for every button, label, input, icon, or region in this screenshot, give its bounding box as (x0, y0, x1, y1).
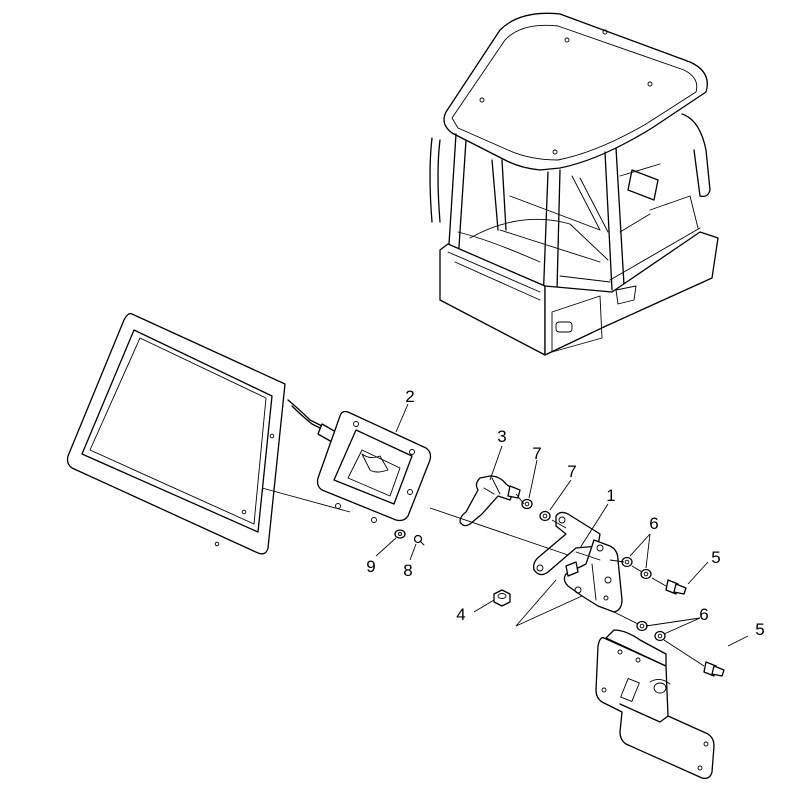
clamp-handle (459, 475, 521, 527)
callout-1: 1 (606, 486, 615, 505)
callout-7-a: 7 (532, 444, 541, 463)
callout-5-b: 5 (755, 620, 764, 639)
callout-6-a: 6 (649, 514, 658, 533)
washer-item-9 (394, 529, 406, 539)
callout-9: 9 (366, 557, 375, 576)
mounting-plate (595, 629, 715, 780)
monitor-display (66, 312, 337, 555)
bolt-item-5-upper (665, 579, 687, 595)
washer-item-6-d (654, 630, 666, 642)
screw-item-8 (413, 534, 425, 546)
arm-bracket (532, 511, 623, 613)
callout-8: 8 (403, 561, 412, 580)
washer-item-6-c (636, 620, 648, 632)
callout-5-a: 5 (711, 548, 720, 567)
callout-2: 2 (405, 387, 414, 406)
bolt-item-5-lower (703, 661, 725, 677)
callout-3: 3 (497, 427, 506, 446)
washer-item-6-b (640, 568, 652, 580)
callout-4: 4 (456, 605, 465, 624)
callout-7-b: 7 (567, 462, 576, 481)
cab-illustration (429, 12, 719, 356)
leader-lines (261, 403, 749, 667)
nut-item-4 (493, 589, 511, 607)
washer-item-7-a (521, 498, 533, 510)
washer-item-7-b (539, 510, 551, 522)
callout-6-b: 6 (699, 605, 708, 624)
mounting-bracket-plate (316, 410, 432, 523)
